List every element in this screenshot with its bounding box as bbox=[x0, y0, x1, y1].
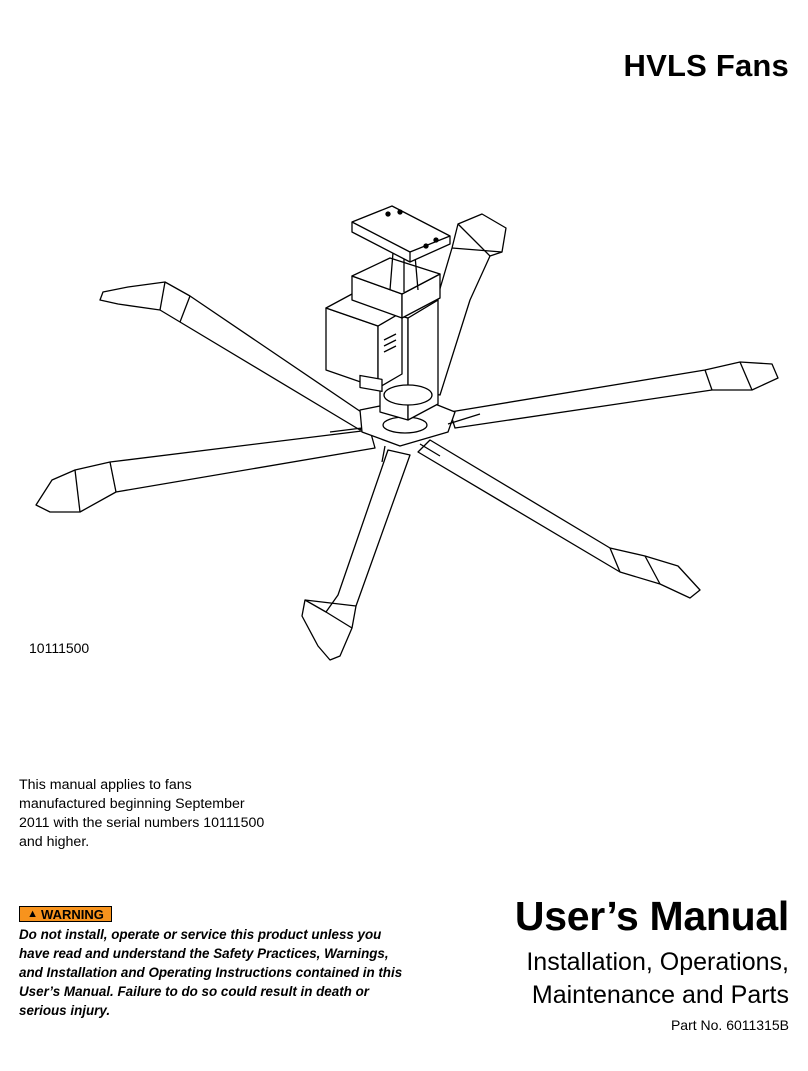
fan-control-box bbox=[325, 293, 403, 393]
fan-blade-front bbox=[301, 449, 411, 661]
part-number: Part No. 6011315B bbox=[670, 1017, 789, 1033]
warning-triangle-icon: ▲ bbox=[27, 908, 39, 920]
fan-mount-frame bbox=[351, 239, 441, 319]
warning-badge-label: WARNING bbox=[41, 906, 104, 922]
fan-blade-back-left bbox=[99, 281, 371, 431]
fan-top-plate bbox=[351, 205, 451, 263]
fan-blade-front-right bbox=[417, 439, 701, 599]
manual-title: User’s Manual bbox=[514, 893, 789, 939]
fan-blade-left bbox=[35, 429, 376, 513]
figure-serial-label: 10111500 bbox=[29, 640, 90, 656]
warning-badge: ▲ WARNING bbox=[19, 906, 112, 922]
manual-subtitle: Installation, Operations, Maintenance an… bbox=[526, 946, 789, 1012]
applies-note: This manual applies to fans manufactured… bbox=[19, 777, 265, 850]
fan-blade-right bbox=[449, 361, 779, 429]
manual-subtitle-line2: Maintenance and Parts bbox=[531, 981, 789, 1009]
fan-illustration bbox=[35, 205, 779, 661]
warning-text: Do not install, operate or service this … bbox=[19, 927, 403, 1018]
document-title: HVLS Fans bbox=[623, 48, 789, 83]
manual-subtitle-line1: Installation, Operations, bbox=[526, 948, 789, 976]
